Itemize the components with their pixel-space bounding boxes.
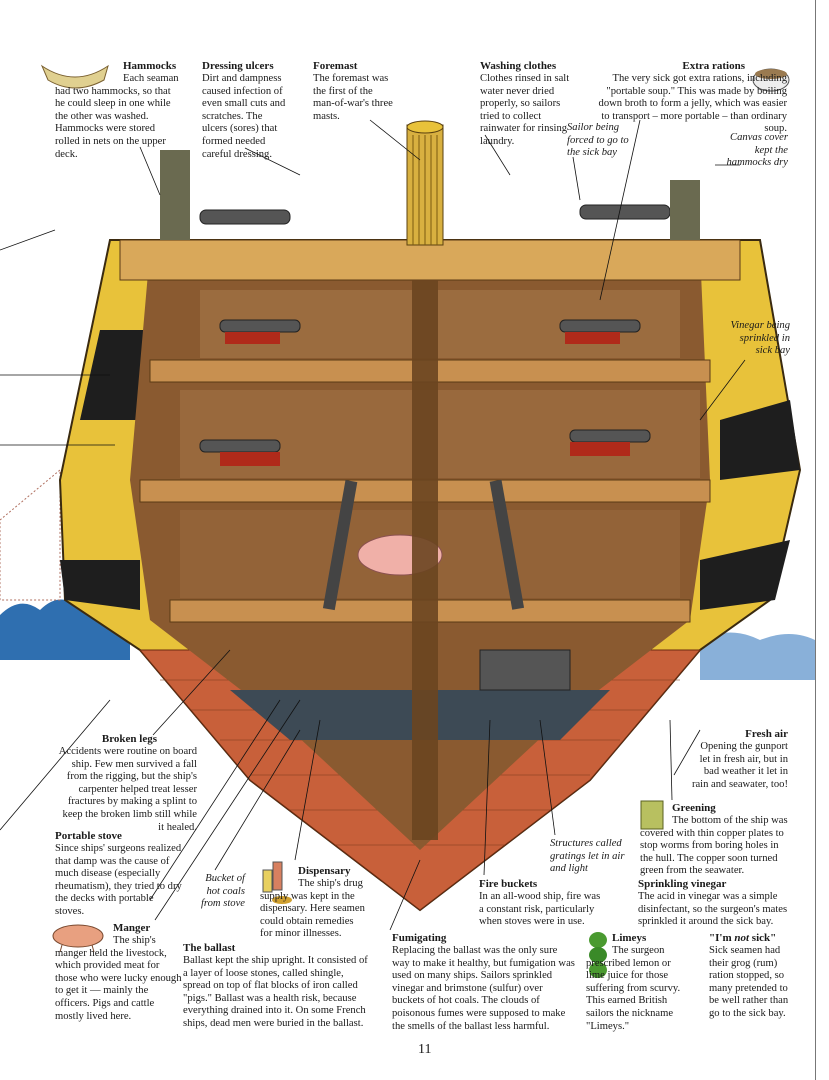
caption-sprinkling-vinegar: Sprinkling vinegar The acid in vinegar w… (638, 878, 788, 928)
caption-extra-rations: Extra rations The very sick got extra ra… (598, 60, 787, 135)
copper-plate-icon (640, 800, 664, 830)
upper-deck (119, 239, 741, 281)
caption-greening: Greening The bottom of the ship was cove… (640, 802, 788, 877)
caption-fumigating: Fumigating Replacing the ballast was the… (392, 932, 575, 1032)
limes-icon (589, 932, 607, 978)
caption-fire-buckets: Fire buckets In an all-wood ship, fire w… (479, 878, 601, 928)
caption-gratings: Structures called gratings let in air an… (550, 838, 625, 875)
pig-icon (52, 924, 104, 953)
caption-dressing-ulcers: Dressing ulcers Dirt and dampness caused… (202, 60, 286, 160)
hull-wale (60, 330, 800, 610)
caption-hammocks: Hammocks Each seaman had two hammocks, s… (55, 60, 179, 160)
cannon (579, 204, 671, 220)
cannon (559, 319, 641, 333)
hammock-icon (40, 64, 109, 89)
caption-ballast: The ballast Ballast kept the ship uprigh… (183, 942, 368, 1029)
caption-broken-legs: Broken legs Accidents were routine on bo… (58, 733, 197, 833)
caption-manger: Manger The ship's manger held the livest… (55, 922, 182, 1022)
page-number: 11 (418, 1042, 432, 1057)
caption-portable-stove: Portable stove Since ships' surgeons rea… (55, 830, 182, 917)
cannon (199, 439, 281, 453)
caption-sailor-forced: Sailor being forced to go to the sick ba… (567, 122, 629, 159)
cannon (569, 429, 651, 443)
caption-washing-clothes: Washing clothes Clothes rinsed in salt w… (480, 60, 570, 147)
cannon (199, 209, 291, 225)
caption-limeys: Limeys The surgeon prescribed lemon or l… (586, 932, 681, 1032)
caption-not-sick: "I'm not sick" Sick seamen had their gro… (709, 932, 789, 1019)
gratings (479, 649, 571, 691)
caption-canvas-cover: Canvas cover kept the hammocks dry (726, 132, 789, 169)
caption-bucket-coals: Bucket of hot coals from stove (200, 873, 245, 910)
caption-dispensary: Dispensary The ship's drug supply was ke… (260, 865, 365, 940)
page-edge-rule (815, 0, 816, 1080)
sea-right (700, 632, 815, 680)
caption-fresh-air: Fresh air Opening the gunport let in fre… (691, 728, 788, 790)
caption-vinegar-sprinkled: Vinegar being sprinkled in sick bay (730, 320, 790, 357)
medicine-bottles-icon (262, 861, 292, 904)
caption-foremast: Foremast The foremast was the first of t… (313, 60, 393, 122)
cannon (219, 319, 301, 333)
rigging-net (0, 468, 61, 601)
